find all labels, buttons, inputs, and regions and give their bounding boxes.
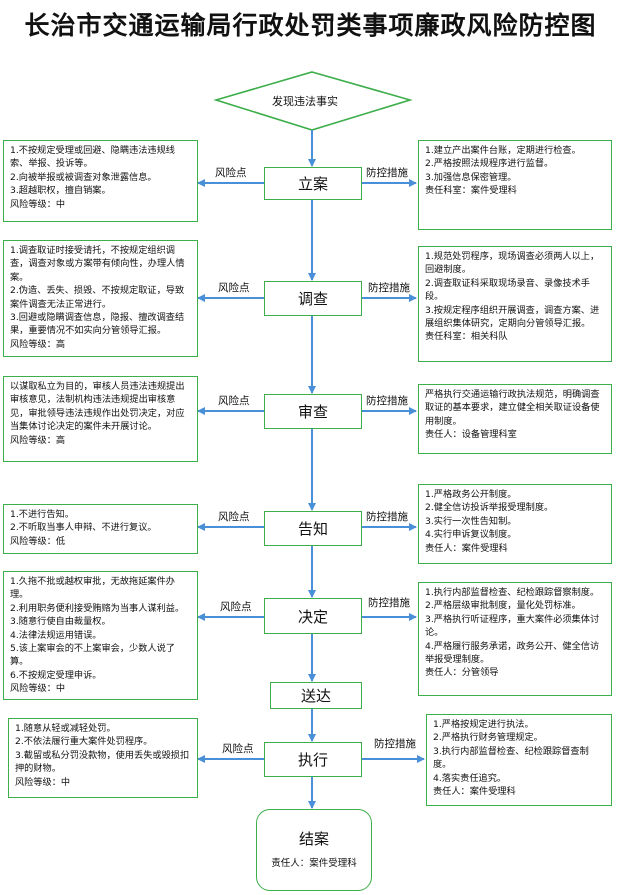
measure-line: 4.实行申诉复议制度。 [425,529,517,541]
risk-box-shencha: 以谋取私立为目的，审核人员违法违规提出审核意见，法制机构违法违规提出审核意见，审… [3,376,198,462]
measure-line: 1.严格按规定进行执法。 [433,719,534,730]
risk-line: 1.调查取证时接受请托，不按规定组织调查，调查对象或方案带有倾向性，办理人情案。 [10,245,185,283]
measure-box-shencha: 严格执行交通运输行政执法规范，明确调查取证的基本要求，建立健全相关取证设备使用制… [418,384,612,454]
measure-label: 防控措施 [366,395,408,407]
measure-line: 4.严格履行服务承诺，政务公开、健全信访举报受理制度。 [425,640,600,666]
measure-label: 防控措施 [368,597,410,609]
risk-line: 5.该上案审会的不上案审会，少数人说了算。 [10,643,175,668]
risk-line: 2.不听取当事人申辩、不进行复议。 [10,522,157,534]
measure-line: 1.规范处罚程序，现场调查必须两人以上，回避制度。 [425,251,600,276]
end-node: 结案 责任人：案件受理科 [256,809,372,891]
measure-box-lian: 1.建立产出案件台账，定期进行检查。 2.严格按照法规程序进行监督。 3.加强信… [418,140,612,230]
measure-line: 3.执行内部监督检查、纪检跟踪督查制度。 [433,745,589,771]
start-node-label: 发现违法事实 [272,95,338,108]
measure-line: 3.实行一次性告知制。 [425,515,517,527]
measure-box-zhixing: 1.严格按规定进行执法。 2.严格执行财务管理规定。 3.执行内部监督检查、纪检… [426,714,612,806]
end-title: 结案 [298,830,329,848]
risk-box-gaozhi: 1.不进行告知。 2.不听取当事人申辩、不进行复议。 风险等级：低 [3,504,198,554]
risk-box-lian: 1.不按规定受理或回避、隐瞒违法违规线索、举报、投诉等。 2.向被举报或被调查对… [3,140,198,222]
risk-line: 6.不按规定受理申诉。 [10,669,102,681]
measure-line: 2.严格层级审批制度，量化处罚标准。 [425,600,581,612]
risk-label: 风险点 [222,743,254,755]
risk-line: 3.超越职权，擅自销案。 [10,185,111,197]
measure-owner: 责任人：案件受理科 [433,786,516,798]
measure-label: 防控措施 [366,511,408,523]
end-subtitle: 责任人：案件受理科 [271,858,357,869]
risk-line: 2.向被举报或被调查对象泄露信息。 [10,171,157,183]
risk-line: 1.随意从轻或减轻处罚。 [15,723,116,734]
step-zhixing: 执行 [264,742,362,777]
risk-box-jueding: 1.久拖不批或越权审批，无故拖延案件办理。 2.利用职务便利接受贿赂为当事人谋利… [3,571,198,700]
measure-line: 2.严格按照法规程序进行监督。 [425,158,554,170]
risk-level: 风险等级：低 [10,535,66,547]
measure-label: 防控措施 [366,167,408,179]
measure-line: 1.建立产出案件台账，定期进行检查。 [425,145,581,156]
measure-line: 3.加强信息保密管理。 [425,171,517,183]
step-shencha: 审查 [264,394,362,429]
measure-line: 2.严格执行财务管理规定。 [433,732,543,744]
risk-box-zhixing: 1.随意从轻或减轻处罚。 2.不依法履行重大案件处罚程序。 3.截留或私分罚没款… [8,718,198,798]
measure-line: 3.按规定程序组织开展调查，调查方案、进展组织集体研究，定期向分管领导汇报。 [425,304,600,330]
risk-box-diaocha: 1.调查取证时接受请托，不按规定组织调查，调查对象或方案带有倾向性，办理人情案。… [3,240,198,357]
risk-line: 3.截留或私分罚没款物，使用丢失或毁损扣押的财物。 [15,749,190,775]
measure-line: 1.严格政务公开制度。 [425,489,517,500]
measure-line: 严格执行交通运输行政执法规范，明确调查取证的基本要求，建立健全相关取证设备使用制… [425,389,600,427]
risk-label: 风险点 [218,282,250,294]
risk-line: 以谋取私立为目的，审核人员违法违规提出审核意见，法制机构违法违规提出审核意见，审… [10,381,185,433]
measure-box-diaocha: 1.规范处罚程序，现场调查必须两人以上，回避制度。 2.调查取证科采取现场录音、… [418,246,612,362]
risk-line: 3.随意行使自由裁量权。 [10,616,111,628]
risk-level: 风险等级：中 [10,198,66,210]
measure-box-gaozhi: 1.严格政务公开制度。 2.健全信访投诉举报受理制度。 3.实行一次性告知制。 … [418,484,612,564]
measure-label: 防控措施 [374,738,416,750]
risk-line: 1.不进行告知。 [10,509,74,520]
measure-line: 2.健全信访投诉举报受理制度。 [425,502,554,514]
risk-label: 风险点 [215,167,247,179]
measure-owner: 责任人：案件受理科 [425,542,508,554]
measure-line: 2.调查取证科采取现场录音、录像技术手段。 [425,277,590,303]
risk-level: 风险等级：高 [10,338,66,350]
step-songda: 送达 [270,682,362,709]
risk-line: 2.伪造、丢失、损毁、不按规定取证，导致案件调查无法正常进行。 [10,285,185,310]
risk-level: 风险等级：中 [15,776,71,788]
step-jueding: 决定 [264,598,362,634]
risk-line: 2.不依法履行重大案件处罚程序。 [15,736,153,748]
risk-label: 风险点 [218,395,250,407]
risk-line: 3.回避或隐瞒调查信息，隐报、擅改调查结果，重要情况不如实向分管领导汇报。 [10,312,185,337]
measure-owner: 责任人：设备管理科室 [425,429,517,441]
risk-line: 4.法律法规运用错误。 [10,629,102,641]
measure-line: 3.严格执行听证程序，重大案件必须集体讨论。 [425,613,600,639]
risk-level: 风险等级：中 [10,683,66,695]
measure-owner: 责任科室：相关科队 [425,331,508,343]
step-lian: 立案 [264,167,362,200]
measure-label: 防控措施 [368,282,410,294]
step-gaozhi: 告知 [264,511,362,546]
risk-line: 2.利用职务便利接受贿赂为当事人谋利益。 [10,602,185,614]
step-diaocha: 调查 [264,281,362,316]
risk-line: 1.不按规定受理或回避、隐瞒违法违规线索、举报、投诉等。 [10,145,175,170]
risk-level: 风险等级：高 [10,434,66,446]
measure-line: 4.落实责任追究。 [433,772,507,784]
risk-label: 风险点 [220,601,252,613]
measure-box-jueding: 1.执行内部监督检查、纪检跟踪督察制度。 2.严格层级审批制度，量化处罚标准。 … [418,582,612,696]
risk-line: 1.久拖不批或越权审批，无故拖延案件办理。 [10,576,175,601]
measure-line: 1.执行内部监督检查、纪检跟踪督察制度。 [425,587,600,598]
risk-label: 风险点 [218,511,250,523]
measure-owner: 责任人：分管领导 [425,667,499,679]
measure-owner: 责任科室：案件受理科 [425,185,517,197]
page-title: 长治市交通运输局行政处罚类事项廉政风险防控图 [24,11,597,40]
